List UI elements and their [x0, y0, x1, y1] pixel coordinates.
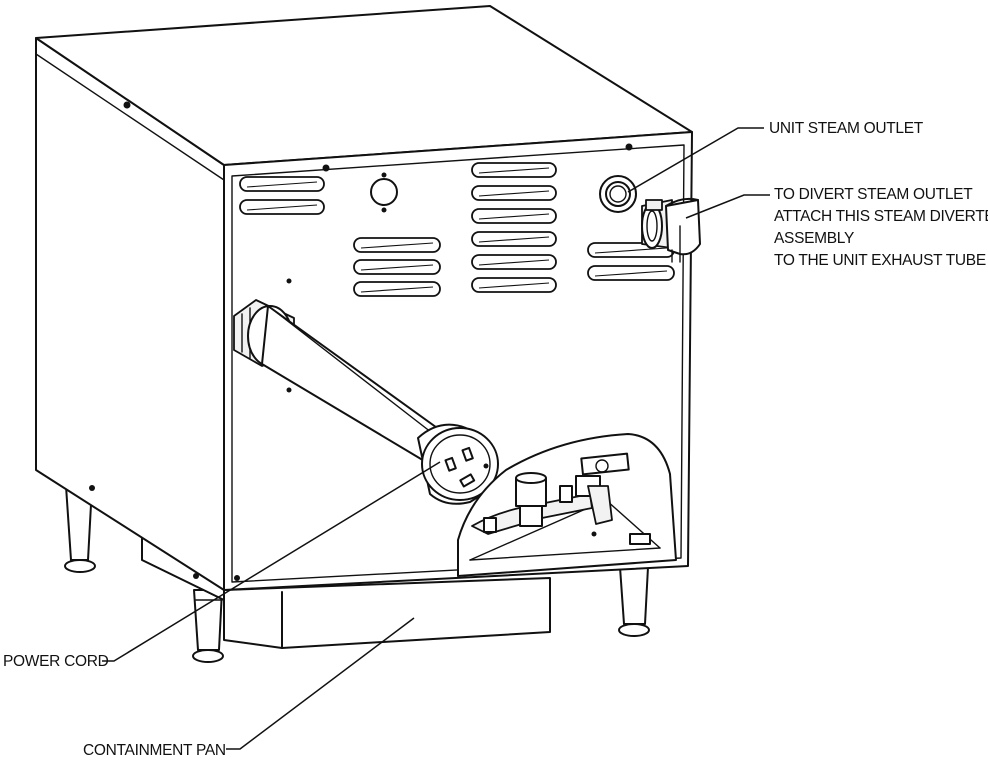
leader-unit-steam-outlet [627, 127, 764, 193]
steam-diverter-assembly [641, 197, 701, 263]
leg-front-left [192, 589, 224, 663]
unit-steam-outlet [599, 175, 637, 213]
leg-front-right [618, 566, 650, 637]
vent-group-left [239, 176, 325, 215]
vent-group-center-left [353, 237, 441, 297]
callout-unit-steam-outlet: UNIT STEAM OUTLET [769, 120, 924, 137]
leader-steam-diverter [685, 194, 770, 219]
power-cord [233, 299, 499, 505]
leader-containment-pan [226, 617, 415, 750]
vent-slots [239, 162, 675, 297]
cabinet-legs [64, 485, 650, 663]
callout-power-cord: POWER CORD [3, 653, 109, 670]
leg-back-left [64, 485, 96, 573]
callout-containment-pan: CONTAINMENT PAN [83, 742, 226, 759]
round-fitting [370, 172, 398, 213]
callout-steam-diverter: TO DIVERT STEAM OUTLET ATTACH THIS STEAM… [774, 186, 988, 269]
vent-group-center [471, 162, 557, 293]
leader-lines [102, 127, 770, 750]
leader-power-cord [102, 461, 441, 662]
containment-pan [141, 529, 551, 649]
plumbing-cutaway [457, 433, 677, 577]
power-plug [417, 423, 499, 505]
